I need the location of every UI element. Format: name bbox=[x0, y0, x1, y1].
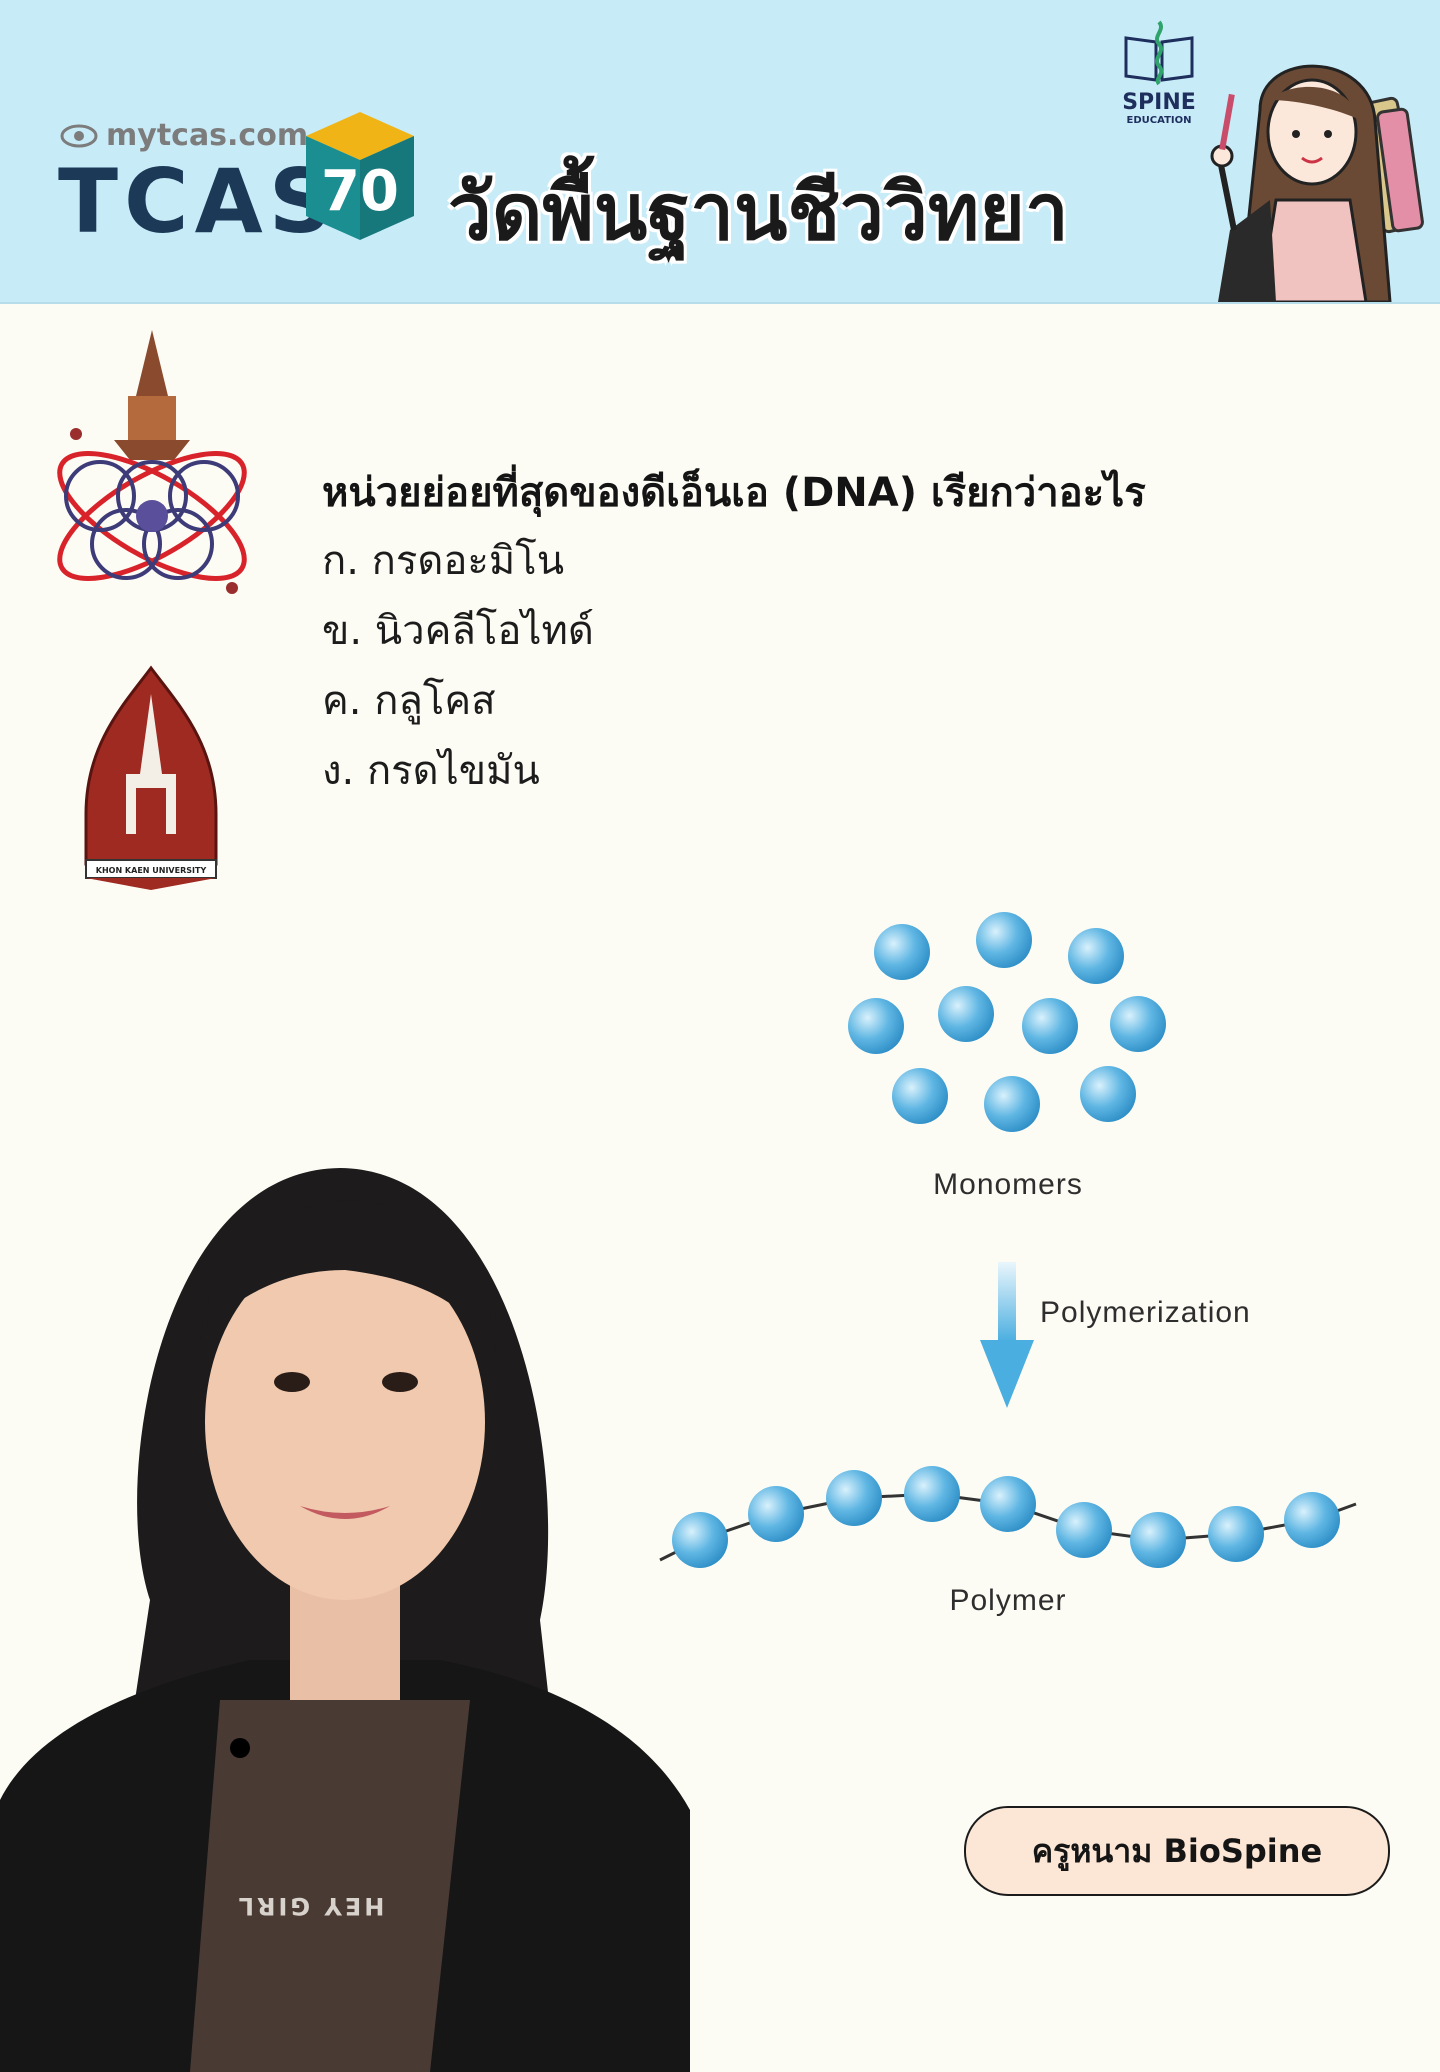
book-spine-icon bbox=[1124, 20, 1194, 86]
partner-sub: EDUCATION bbox=[1126, 115, 1192, 126]
monomer-cluster bbox=[848, 912, 1166, 1132]
polymer-label: Polymer bbox=[949, 1584, 1066, 1617]
partner-name: SPINE bbox=[1122, 90, 1196, 115]
khon-kaen-university-logo: KHON KAEN UNIVERSITY bbox=[84, 665, 218, 890]
choice-d[interactable]: ง. กรดไขมัน bbox=[322, 748, 540, 794]
polymerization-label: Polymerization bbox=[1040, 1296, 1251, 1329]
tcas-book-logo: 70 bbox=[306, 112, 414, 240]
header-title: วัดพื้นฐานชีววิทยา bbox=[448, 168, 1069, 258]
shirt-print: HEY GIRL bbox=[236, 1892, 385, 1920]
monomers-label: Monomers bbox=[933, 1168, 1083, 1201]
presenter-photo: HEY GIRL bbox=[0, 1168, 690, 2072]
site-name: mytcas.com bbox=[106, 118, 309, 153]
presenter-name-badge: ครูหนาม BioSpine bbox=[964, 1806, 1390, 1896]
polymerization-diagram: Monomers Polymerization Polymer bbox=[659, 912, 1357, 1617]
header-banner: mytcas.com TCAS 70 วัดพื้นฐานชีววิทยา SP… bbox=[0, 0, 1440, 304]
choice-b[interactable]: ข. นิวคลีโอไทด์ bbox=[322, 608, 594, 654]
down-arrow-icon bbox=[980, 1262, 1034, 1408]
spine-education-logo: SPINE EDUCATION bbox=[1116, 18, 1202, 128]
eye-icon bbox=[60, 124, 98, 147]
university-label: KHON KAEN UNIVERSITY bbox=[96, 866, 207, 875]
posn-emblem-logo bbox=[57, 330, 247, 594]
mytcas-brand: mytcas.com bbox=[60, 118, 308, 153]
edition-number: 70 bbox=[321, 159, 399, 224]
choice-c[interactable]: ค. กลูโคส bbox=[322, 678, 496, 724]
teacher-cartoon-illustration bbox=[1210, 64, 1424, 302]
choice-a[interactable]: ก. กรดอะมิโน bbox=[322, 538, 565, 584]
tcas-wordmark: TCAS bbox=[58, 150, 339, 253]
polymer-chain bbox=[659, 1466, 1357, 1568]
question-text: หน่วยย่อยที่สุดของดีเอ็นเอ (DNA) เรียกว่… bbox=[322, 470, 1146, 516]
